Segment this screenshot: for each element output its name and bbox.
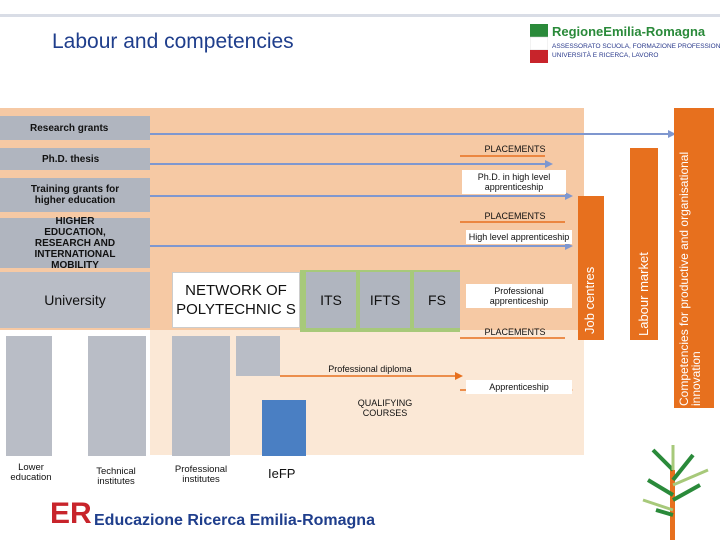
professional-institutes-label: Professional institutes xyxy=(166,465,236,485)
professional-apprenticeship-box: Professional apprenticeship xyxy=(466,284,572,308)
its-label: ITS xyxy=(320,292,342,308)
labour-market-label: Labour market xyxy=(636,252,651,336)
competencies-label: Competencies for productive and organisa… xyxy=(678,110,702,406)
fs-box: FS xyxy=(414,272,460,328)
professional-institutes-column xyxy=(172,336,230,456)
technical-institutes-column xyxy=(88,336,146,456)
fs-label: FS xyxy=(428,292,446,308)
iefp-label: IeFP xyxy=(268,466,295,481)
iefp-upper-column xyxy=(236,336,280,376)
technical-institutes-label: Technical institutes xyxy=(84,467,148,487)
job-centres-label: Job centres xyxy=(582,267,597,334)
footer-brand-text: Educazione Ricerca Emilia-Romagna xyxy=(94,512,375,530)
phd-arrow xyxy=(150,160,553,168)
its-box: ITS xyxy=(306,272,356,328)
apprenticeship-box: Apprenticeship xyxy=(466,380,572,394)
network-polytechnics-box: NETWORK OF POLYTECHNIC S xyxy=(172,272,300,328)
phd-apprenticeship-box: Ph.D. in high level apprenticeship xyxy=(462,170,566,194)
high-level-apprenticeship-box: High level apprenticeship xyxy=(466,230,572,244)
placements-label-2: PLACEMENTS xyxy=(470,211,560,221)
tree-icon xyxy=(628,440,718,540)
lower-education-column xyxy=(6,336,52,456)
professional-diploma-label: Professional diploma xyxy=(300,364,440,374)
placements-label-3: PLACEMENTS xyxy=(470,327,560,337)
iefp-column xyxy=(262,400,306,456)
lower-education-label: Lower education xyxy=(0,463,62,483)
job-centres-column: Job centres xyxy=(578,196,604,340)
qualifying-courses-label: QUALIFYING COURSES xyxy=(340,398,430,418)
ifts-box: IFTS xyxy=(360,272,410,328)
competencies-column: Competencies for productive and organisa… xyxy=(674,108,714,408)
labour-market-column: Labour market xyxy=(630,148,658,340)
placements-label-1: PLACEMENTS xyxy=(470,144,560,154)
er-logo: ER xyxy=(50,498,92,530)
ifts-label: IFTS xyxy=(370,292,400,308)
network-polytechnics-label: NETWORK OF POLYTECHNIC S xyxy=(173,281,299,319)
research-arrow xyxy=(150,130,676,138)
